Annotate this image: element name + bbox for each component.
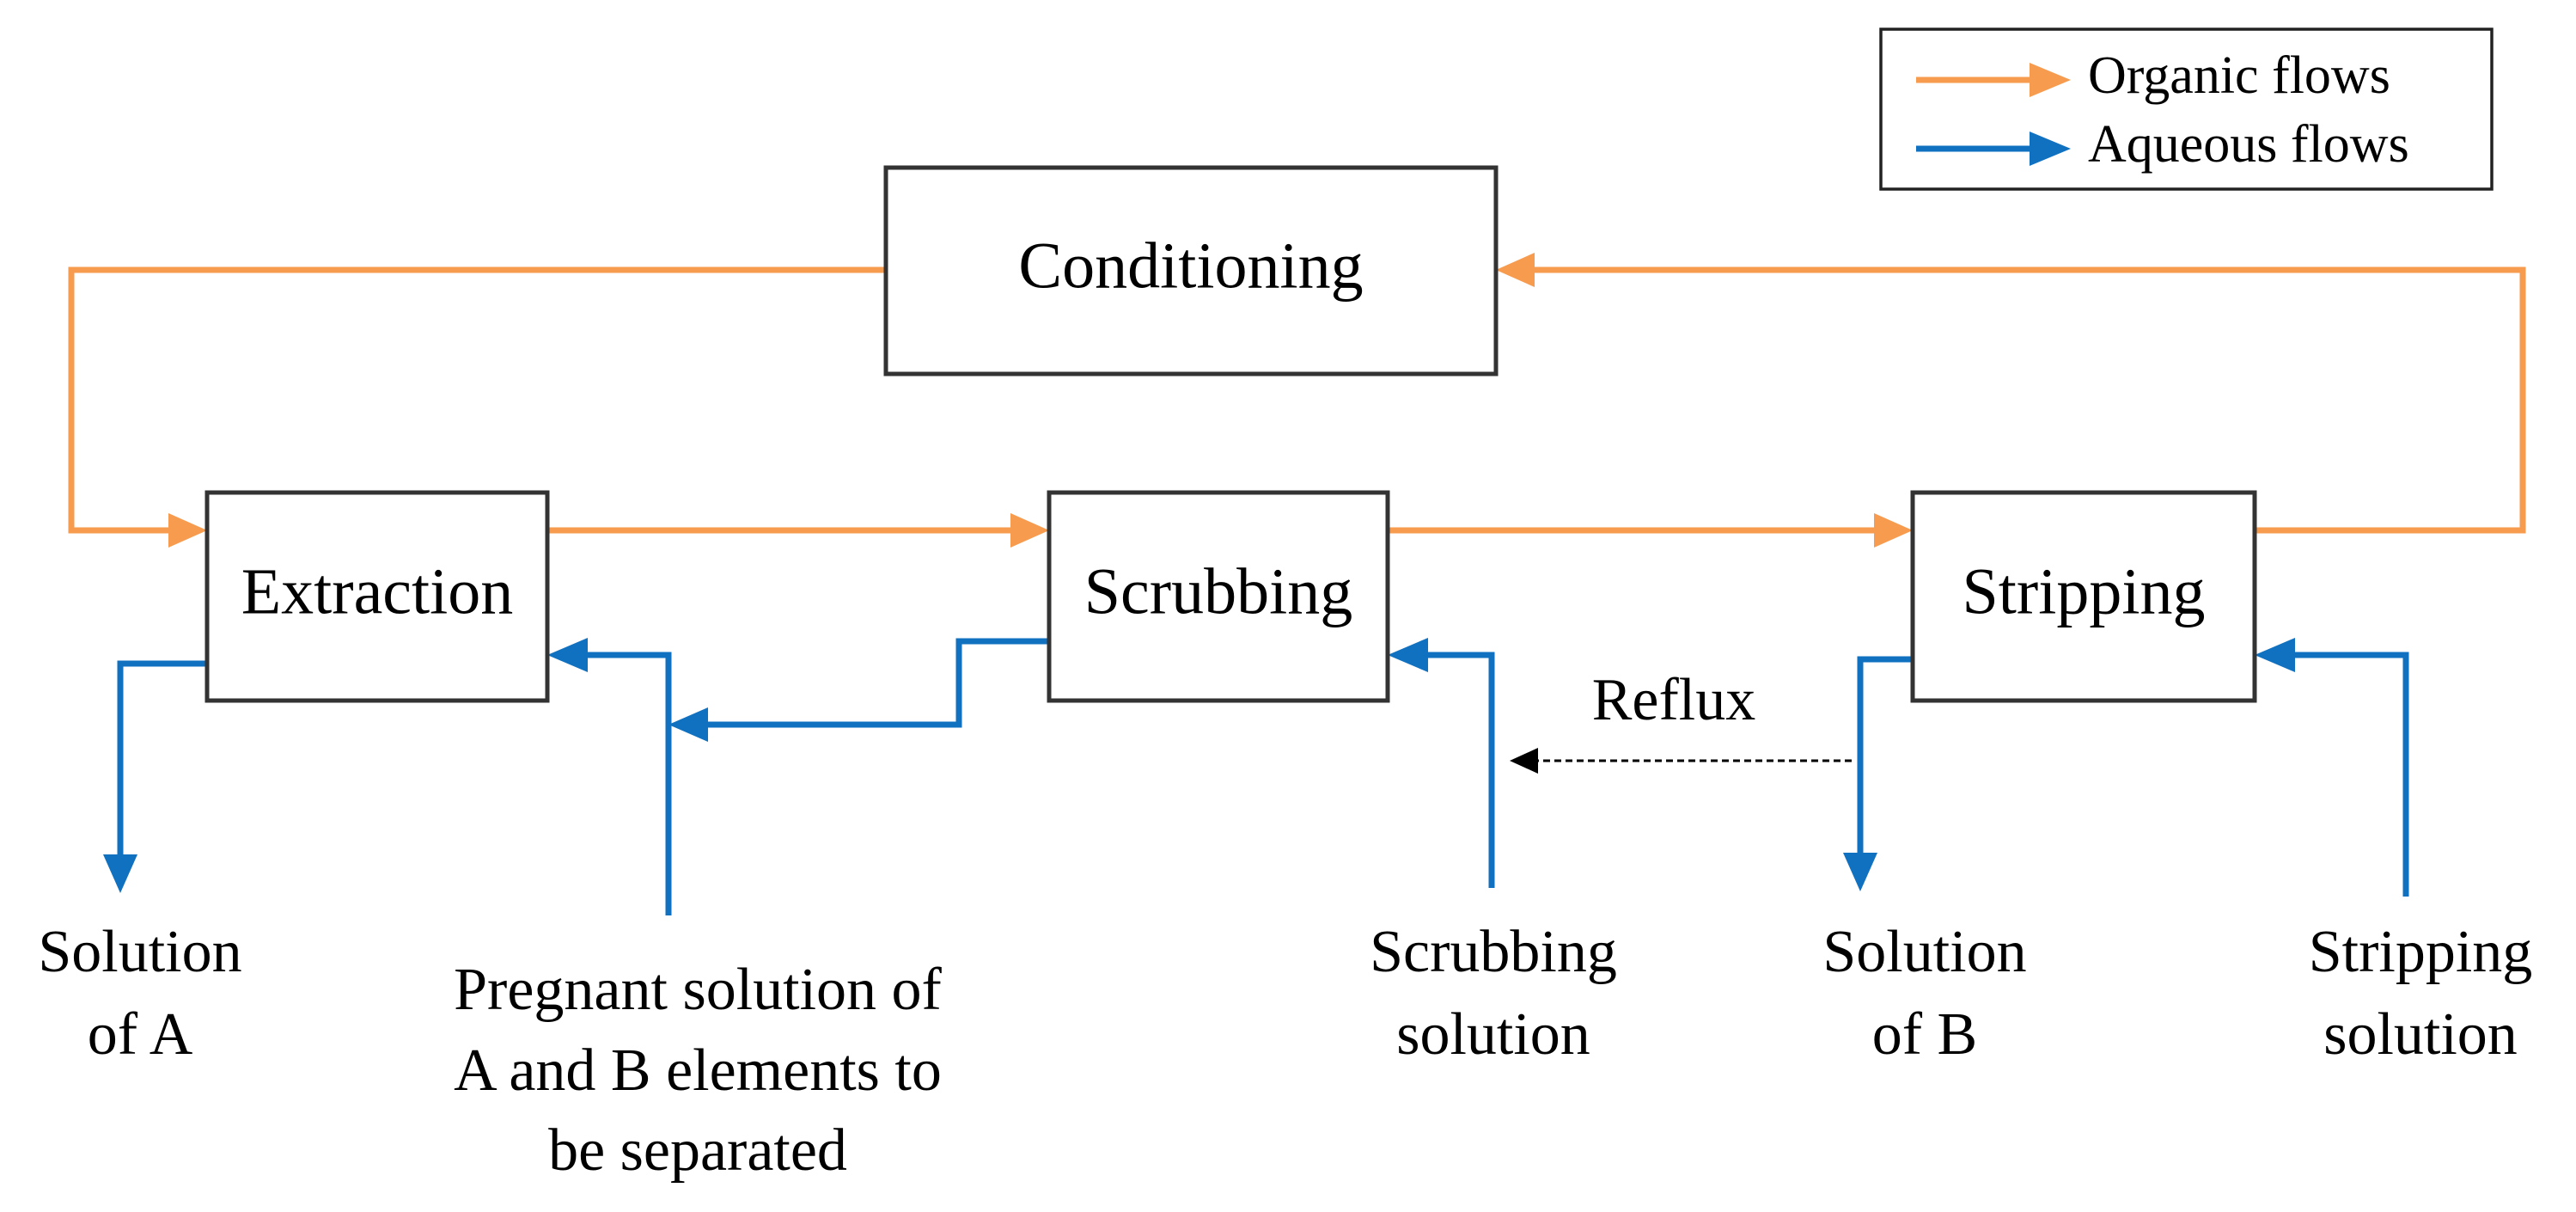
stage-stripping: Stripping bbox=[1910, 490, 2257, 703]
pregnant-line-2: A and B elements to bbox=[454, 1038, 942, 1104]
extraction-box bbox=[204, 490, 550, 703]
aqueous-flow-feed-in bbox=[586, 652, 672, 915]
legend-organic-swatch bbox=[1916, 63, 2071, 97]
stripping-solution-line-1: Stripping bbox=[2309, 919, 2533, 985]
aqueous-flow-scrubbing-solution-in bbox=[1426, 652, 1495, 888]
solution-b-line-2: of B bbox=[1872, 1001, 1978, 1068]
solution-a-line-2: of A bbox=[88, 1001, 193, 1068]
legend-box bbox=[1879, 28, 2494, 191]
stripping-label: Stripping bbox=[1963, 555, 2206, 627]
stage-conditioning: Conditioning bbox=[883, 165, 1499, 376]
conditioning-label: Conditioning bbox=[1018, 230, 1363, 302]
aqueous-arrowhead bbox=[2255, 638, 2295, 672]
aqueous-flow-stripping-solution-in bbox=[2293, 652, 2409, 897]
solution-a-line-1: Solution bbox=[38, 919, 241, 985]
aqueous-arrowhead bbox=[668, 707, 708, 742]
scrubbing-label: Scrubbing bbox=[1084, 555, 1352, 627]
stripping-solution-line-2: solution bbox=[2323, 1001, 2518, 1068]
aqueous-flow-solution-b-out bbox=[1857, 656, 1913, 854]
aqueous-arrowhead bbox=[547, 638, 588, 672]
scrubbing-solution-line-2: solution bbox=[1396, 1001, 1590, 1068]
organic-arrowhead bbox=[168, 513, 207, 548]
pregnant-line-1: Pregnant solution of bbox=[454, 957, 942, 1023]
aqueous-flows bbox=[103, 638, 2409, 915]
aqueous-flow-solution-a-out bbox=[117, 660, 207, 856]
organic-arrowhead bbox=[1874, 513, 1913, 548]
organic-arrowhead bbox=[1496, 253, 1535, 287]
aqueous-flow-scrub-return bbox=[706, 638, 1049, 728]
organic-arrowhead bbox=[1010, 513, 1049, 548]
pregnant-line-3: be separated bbox=[548, 1117, 847, 1184]
aqueous-arrowhead bbox=[1843, 853, 1877, 891]
conditioning-box bbox=[883, 165, 1499, 376]
aqueous-arrowhead bbox=[1388, 638, 1428, 672]
reflux-arrowhead bbox=[1510, 748, 1538, 774]
legend: Organic flows Aqueous flows bbox=[1879, 28, 2494, 191]
scrubbing-solution-label: Scrubbing solution bbox=[1370, 919, 1617, 1068]
legend-aqueous-label: Aqueous flows bbox=[2088, 115, 2409, 174]
extraction-label: Extraction bbox=[241, 555, 514, 627]
solution-b-line-1: Solution bbox=[1822, 919, 2026, 985]
legend-aqueous-swatch bbox=[1916, 132, 2071, 166]
solution-a-label: Solution of A bbox=[38, 919, 241, 1068]
stripping-box bbox=[1910, 490, 2257, 703]
organic-flow-stripping-to-conditioning bbox=[1533, 266, 2526, 534]
stage-extraction: Extraction bbox=[204, 490, 550, 703]
reflux-label: Reflux bbox=[1592, 667, 1756, 733]
organic-flow-conditioning-to-extraction bbox=[68, 266, 886, 534]
pregnant-solution-label: Pregnant solution of A and B elements to… bbox=[454, 957, 942, 1184]
solution-b-label: Solution of B bbox=[1822, 919, 2026, 1068]
aqueous-arrowhead bbox=[103, 854, 137, 893]
stage-scrubbing: Scrubbing bbox=[1047, 490, 1390, 703]
stripping-solution-label: Stripping solution bbox=[2309, 919, 2533, 1068]
scrubbing-box bbox=[1047, 490, 1390, 703]
organic-flows bbox=[68, 253, 2526, 548]
legend-organic-label: Organic flows bbox=[2088, 46, 2390, 105]
reflux: Reflux bbox=[1510, 667, 1852, 774]
scrubbing-solution-line-1: Scrubbing bbox=[1370, 919, 1617, 985]
